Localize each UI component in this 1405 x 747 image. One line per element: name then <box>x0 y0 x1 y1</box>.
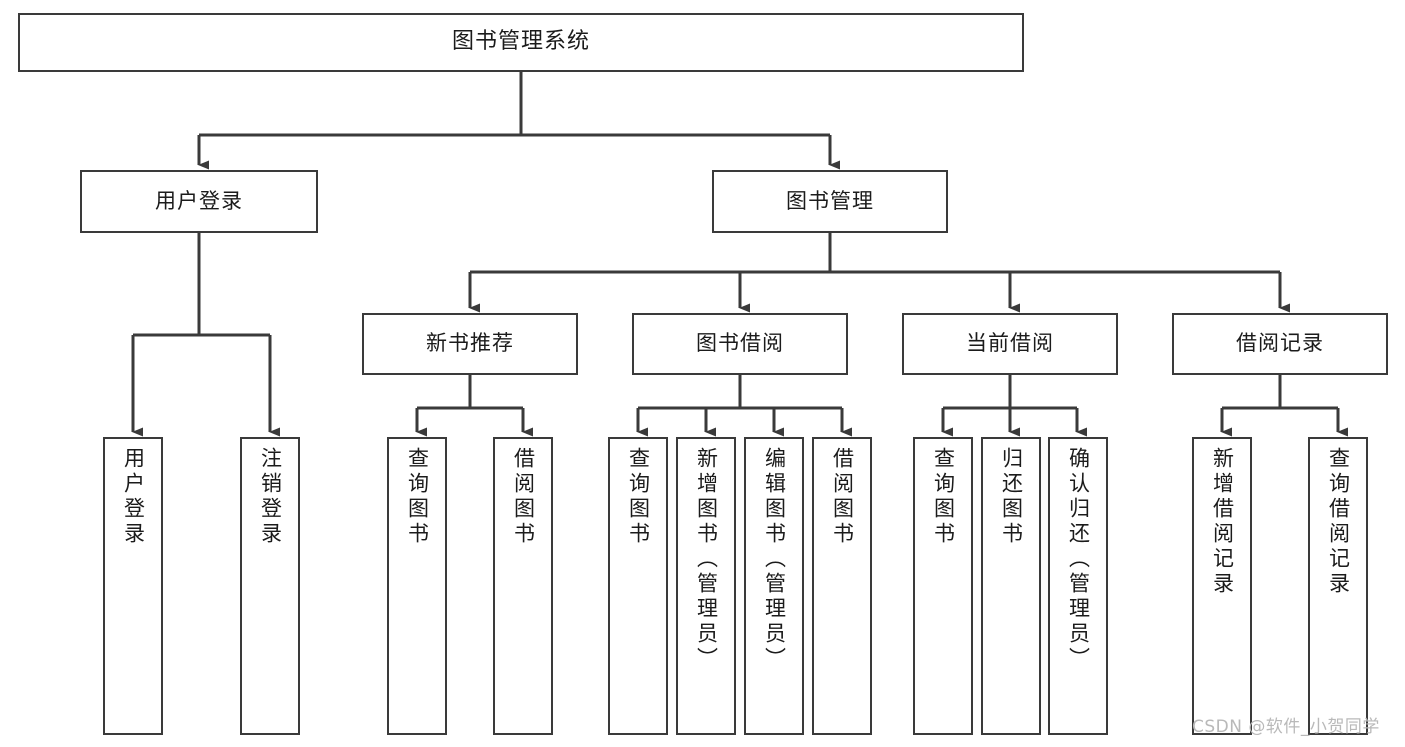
node-label: 注销登录 <box>258 447 283 547</box>
node-label: 归还图书 <box>999 447 1024 547</box>
node-label: 当前借阅 <box>966 331 1054 356</box>
leaf-borrow-record-query[interactable]: 查询借阅记录 <box>1308 437 1368 735</box>
leaf-current-borrow-confirm-return[interactable]: 确认归还（管理员） <box>1048 437 1108 735</box>
node-user-login[interactable]: 用户登录 <box>80 170 318 233</box>
leaf-new-book-borrow[interactable]: 借阅图书 <box>493 437 553 735</box>
node-label: 编辑图书（管理员） <box>762 447 787 672</box>
node-label: 确认归还（管理员） <box>1066 447 1091 672</box>
leaf-user-login-login[interactable]: 用户登录 <box>103 437 163 735</box>
leaf-book-borrow-borrow[interactable]: 借阅图书 <box>812 437 872 735</box>
leaf-book-borrow-add[interactable]: 新增图书（管理员） <box>676 437 736 735</box>
leaf-current-borrow-query[interactable]: 查询图书 <box>913 437 973 735</box>
node-label: 新书推荐 <box>426 331 514 356</box>
node-label: 图书管理系统 <box>451 29 590 55</box>
leaf-book-borrow-query[interactable]: 查询图书 <box>608 437 668 735</box>
node-label: 图书借阅 <box>696 331 784 356</box>
node-label: 用户登录 <box>155 188 243 213</box>
node-label: 借阅图书 <box>830 447 855 547</box>
node-label: 查询图书 <box>405 447 430 547</box>
node-label: 查询借阅记录 <box>1326 447 1351 597</box>
node-label: 查询图书 <box>626 447 651 547</box>
node-root-system[interactable]: 图书管理系统 <box>18 13 1024 72</box>
leaf-user-login-logout[interactable]: 注销登录 <box>240 437 300 735</box>
leaf-borrow-record-add[interactable]: 新增借阅记录 <box>1192 437 1252 735</box>
node-label: 用户登录 <box>121 447 146 547</box>
node-current-borrow[interactable]: 当前借阅 <box>902 313 1118 375</box>
node-book-management[interactable]: 图书管理 <box>712 170 948 233</box>
node-borrow-record[interactable]: 借阅记录 <box>1172 313 1388 375</box>
node-label: 新增图书（管理员） <box>694 447 719 672</box>
node-label: 新增借阅记录 <box>1210 447 1235 597</box>
node-label: 图书管理 <box>786 188 874 213</box>
leaf-new-book-query[interactable]: 查询图书 <box>387 437 447 735</box>
node-label: 借阅记录 <box>1236 331 1324 356</box>
node-book-borrow[interactable]: 图书借阅 <box>632 313 848 375</box>
node-label: 借阅图书 <box>511 447 536 547</box>
leaf-book-borrow-edit[interactable]: 编辑图书（管理员） <box>744 437 804 735</box>
leaf-current-borrow-return[interactable]: 归还图书 <box>981 437 1041 735</box>
node-new-book-recommend[interactable]: 新书推荐 <box>362 313 578 375</box>
node-label: 查询图书 <box>931 447 956 547</box>
